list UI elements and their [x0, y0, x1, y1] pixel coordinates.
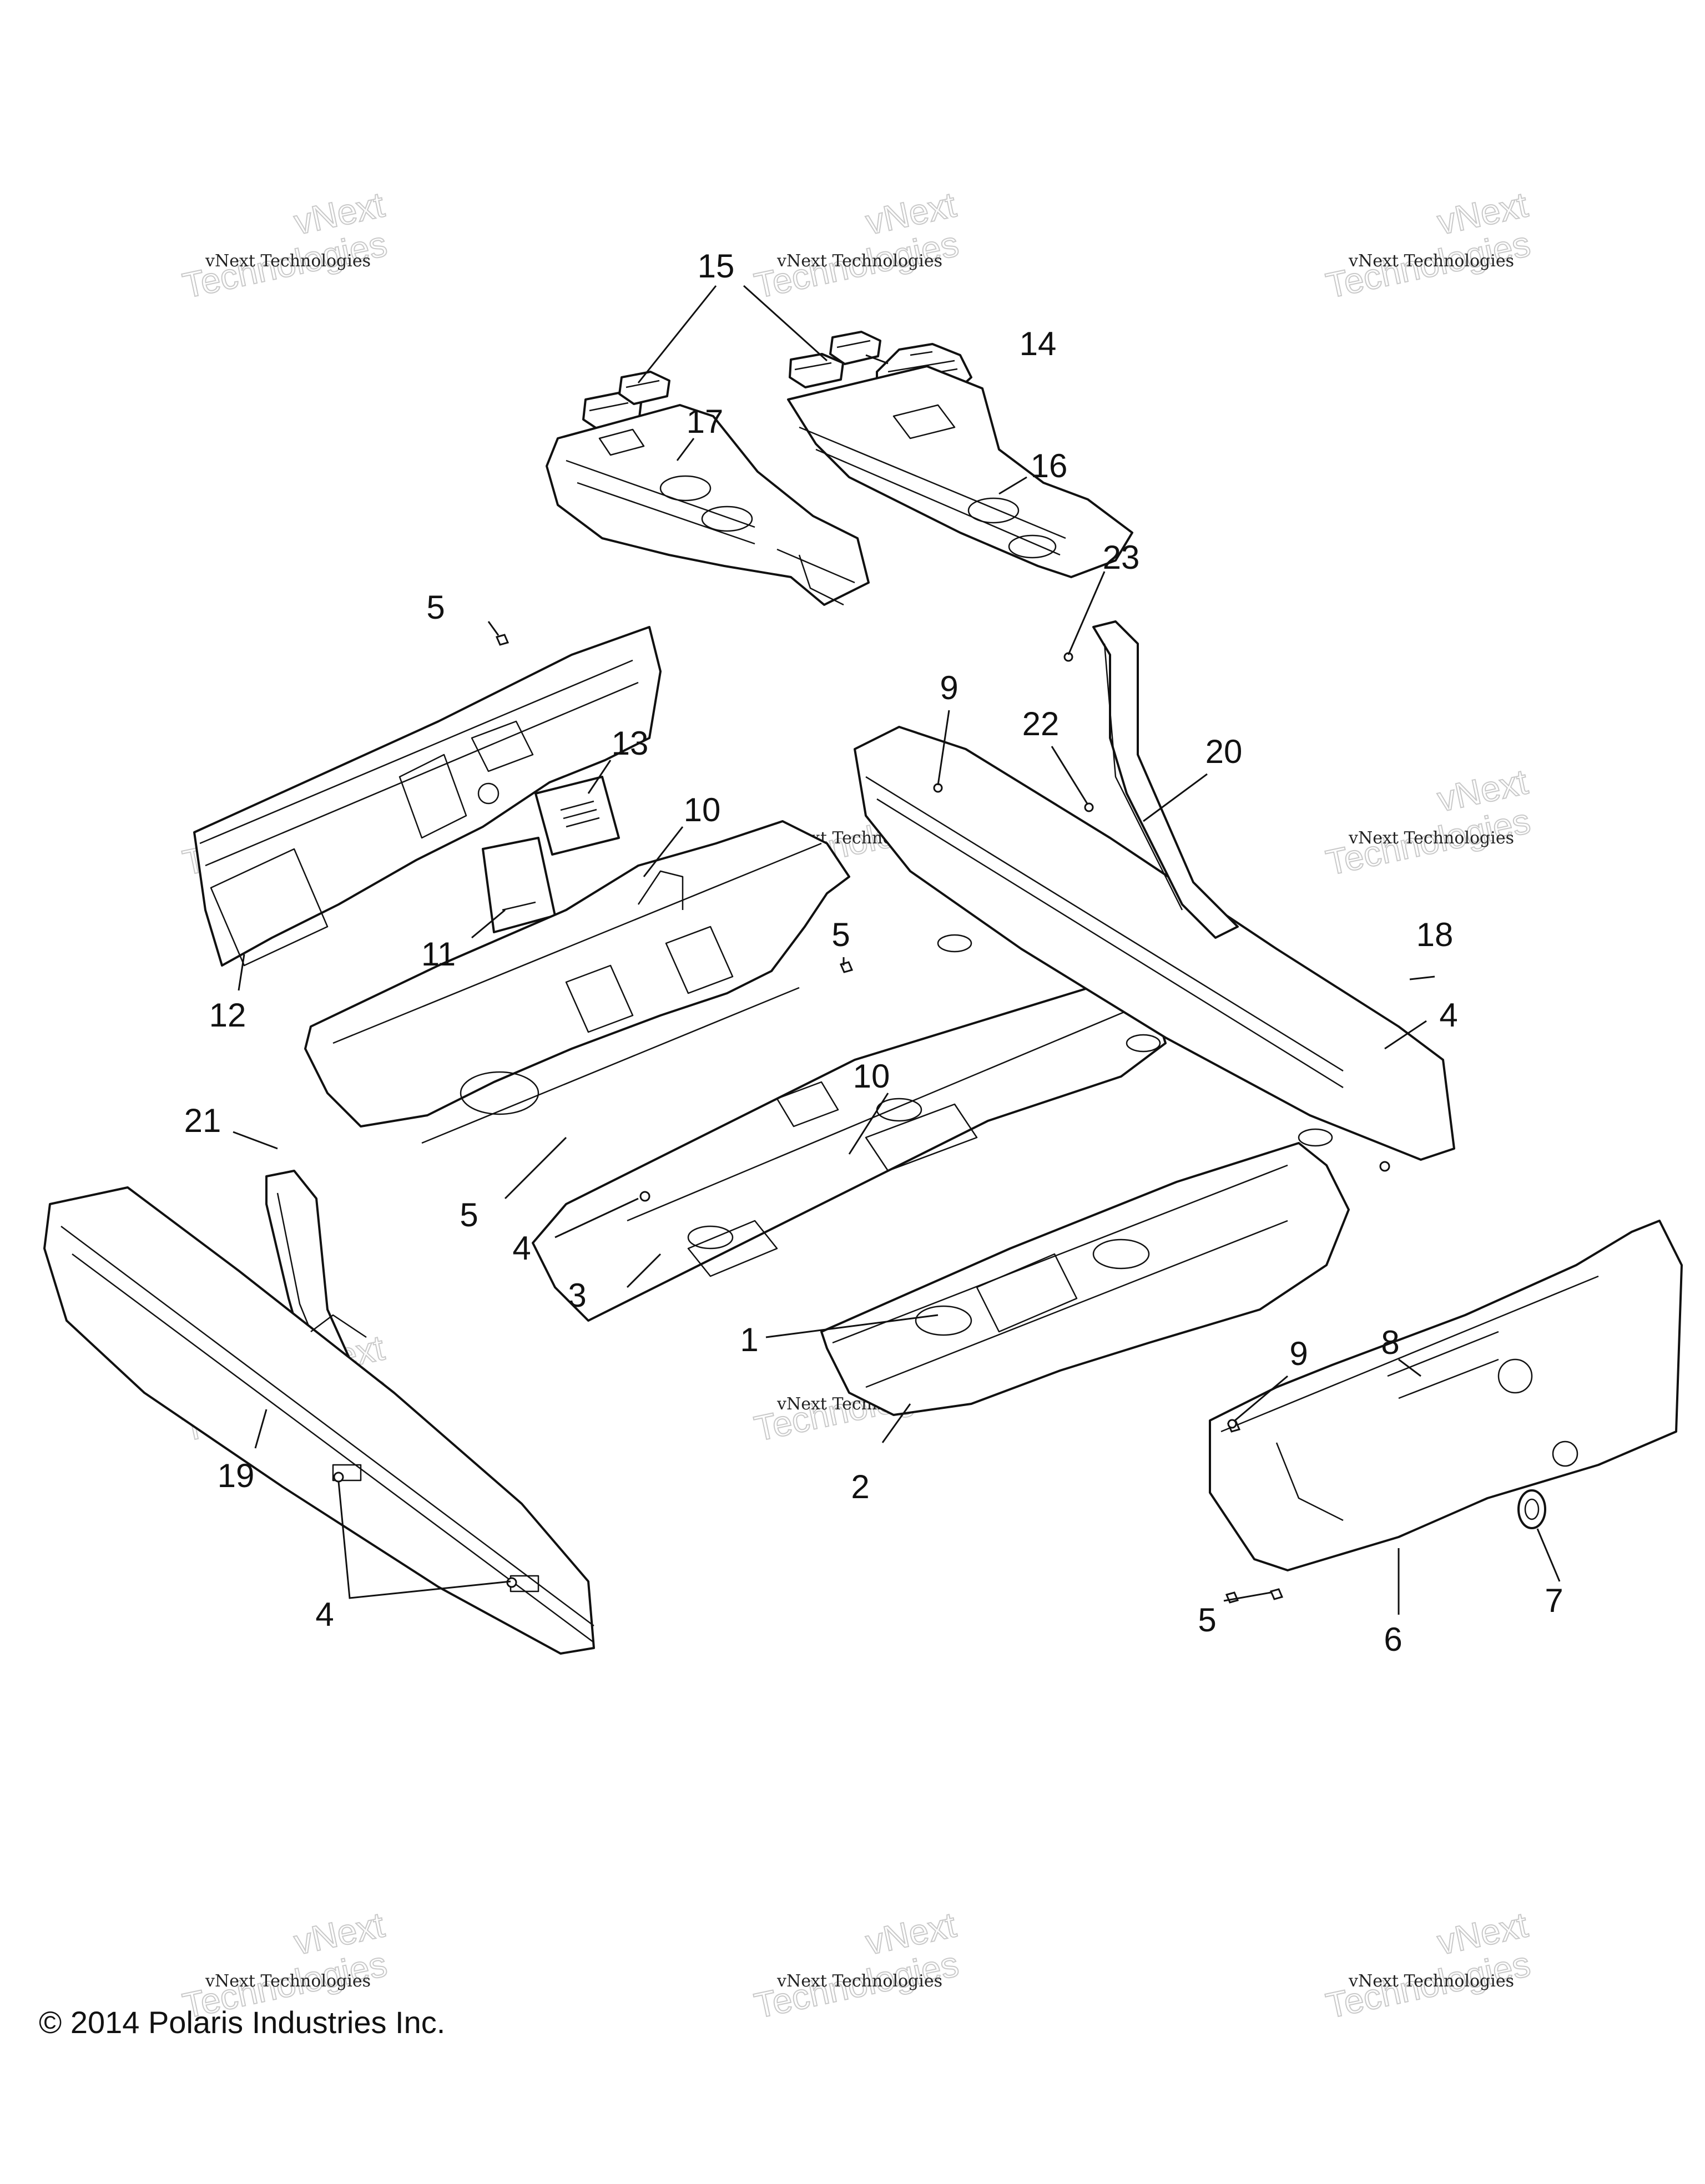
part-6-rear-panel	[1209, 1220, 1683, 1571]
leader-21	[233, 1131, 278, 1150]
callout-6: 6	[1384, 1621, 1402, 1658]
callout-19: 19	[218, 1457, 255, 1494]
leader-12	[238, 954, 245, 991]
callout-10: 10	[853, 1058, 890, 1095]
callout-16: 16	[1031, 447, 1068, 484]
watermark-text: vNext Technologies	[1348, 1971, 1514, 1991]
leader-lines	[233, 285, 1561, 1615]
leader-4b	[337, 1481, 511, 1599]
callout-8: 8	[1381, 1324, 1399, 1361]
part-13-cover	[534, 776, 620, 856]
callout-10: 10	[684, 791, 721, 828]
leader-3	[626, 1253, 662, 1288]
copyright-notice: © 2014 Polaris Industries Inc.	[39, 2005, 446, 2040]
leader-15a	[637, 285, 717, 383]
leader-13	[587, 760, 612, 794]
callout-22: 22	[1022, 705, 1060, 742]
watermark: Technologies vNext vNext Technologies	[750, 184, 962, 306]
leader-10b	[848, 1093, 889, 1155]
leader-18	[1409, 975, 1435, 980]
callout-4: 4	[512, 1230, 531, 1267]
callout-1: 1	[740, 1321, 758, 1358]
part-10-floor-tub	[304, 820, 850, 1144]
watermark: Technologies vNext vNext Technologies	[179, 184, 391, 306]
watermark-text: vNext Technologies	[205, 251, 371, 271]
callout-13: 13	[612, 725, 649, 762]
watermark-text: vNext Technologies	[1348, 251, 1514, 271]
callout-4: 4	[315, 1596, 334, 1633]
callout-7: 7	[1545, 1582, 1563, 1619]
callout-14: 14	[1020, 325, 1057, 362]
callout-18: 18	[1416, 916, 1454, 953]
watermark-text: vNext Technologies	[776, 251, 942, 271]
leader-17	[676, 438, 695, 461]
watermark: Technologies vNext vNext Technologies	[1322, 184, 1534, 306]
callout-5: 5	[460, 1196, 478, 1233]
part-19-rocker	[43, 1186, 595, 1655]
callout-11: 11	[421, 936, 456, 973]
callout-5: 5	[1198, 1601, 1216, 1639]
leader-14	[865, 354, 889, 365]
leader-2	[881, 1403, 911, 1443]
part-16-console	[787, 365, 1133, 578]
callout-23: 23	[1103, 539, 1140, 576]
leader-5d	[1223, 1591, 1272, 1602]
leader-22	[1051, 746, 1089, 805]
leader-4a	[554, 1197, 639, 1238]
callout-20: 20	[1205, 733, 1243, 770]
leader-23	[1067, 571, 1106, 655]
part-11-cover	[482, 837, 556, 933]
callout-5: 5	[426, 589, 445, 626]
callout-9: 9	[940, 669, 958, 706]
callout-2: 2	[851, 1468, 869, 1505]
callout-17: 17	[687, 403, 724, 440]
callout-15: 15	[698, 247, 735, 285]
leader-5c	[504, 1136, 567, 1200]
callout-5: 5	[831, 916, 850, 953]
callout-21: 21	[184, 1102, 221, 1139]
part-7-grommet	[1517, 1489, 1546, 1529]
leader-20	[1143, 773, 1208, 822]
leader-9a	[937, 710, 950, 786]
leader-16	[998, 476, 1027, 495]
part-18-rocker	[854, 726, 1455, 1161]
leader-8	[1398, 1358, 1421, 1377]
leader-19	[254, 1409, 268, 1449]
callout-3: 3	[568, 1277, 586, 1314]
leader-11	[471, 909, 506, 939]
watermark-text: vNext Technologies	[776, 1971, 942, 1991]
watermark-text: vNext Technologies	[1348, 828, 1514, 848]
callout-9: 9	[1289, 1335, 1308, 1372]
leader-1	[765, 1314, 939, 1338]
part-12-dash-panel	[193, 626, 662, 967]
watermark: Technologies vNext vNext Technologies	[750, 1904, 962, 2026]
watermark-text: vNext Technologies	[205, 1971, 371, 1991]
leader-4d	[1384, 1020, 1427, 1050]
part-2-floor-pan	[820, 1142, 1350, 1416]
leader-9b	[1234, 1375, 1288, 1422]
part-17-console	[546, 404, 870, 606]
fasteners	[333, 634, 1390, 1604]
leader-5a	[487, 621, 500, 636]
watermark: Technologies vNext vNext Technologies	[1322, 1904, 1534, 2026]
callout-12: 12	[209, 997, 246, 1034]
callout-4: 4	[1439, 997, 1457, 1034]
leader-10a	[643, 826, 684, 877]
leader-7	[1536, 1528, 1561, 1582]
watermark: Technologies vNext vNext Technologies	[1322, 761, 1534, 883]
callout-labels: 15 14 17 16 23 5 9 22 13 20 10 5 11 18 1…	[184, 247, 1563, 1658]
leader-15b	[743, 285, 828, 362]
part-20-pillar	[1092, 620, 1239, 939]
